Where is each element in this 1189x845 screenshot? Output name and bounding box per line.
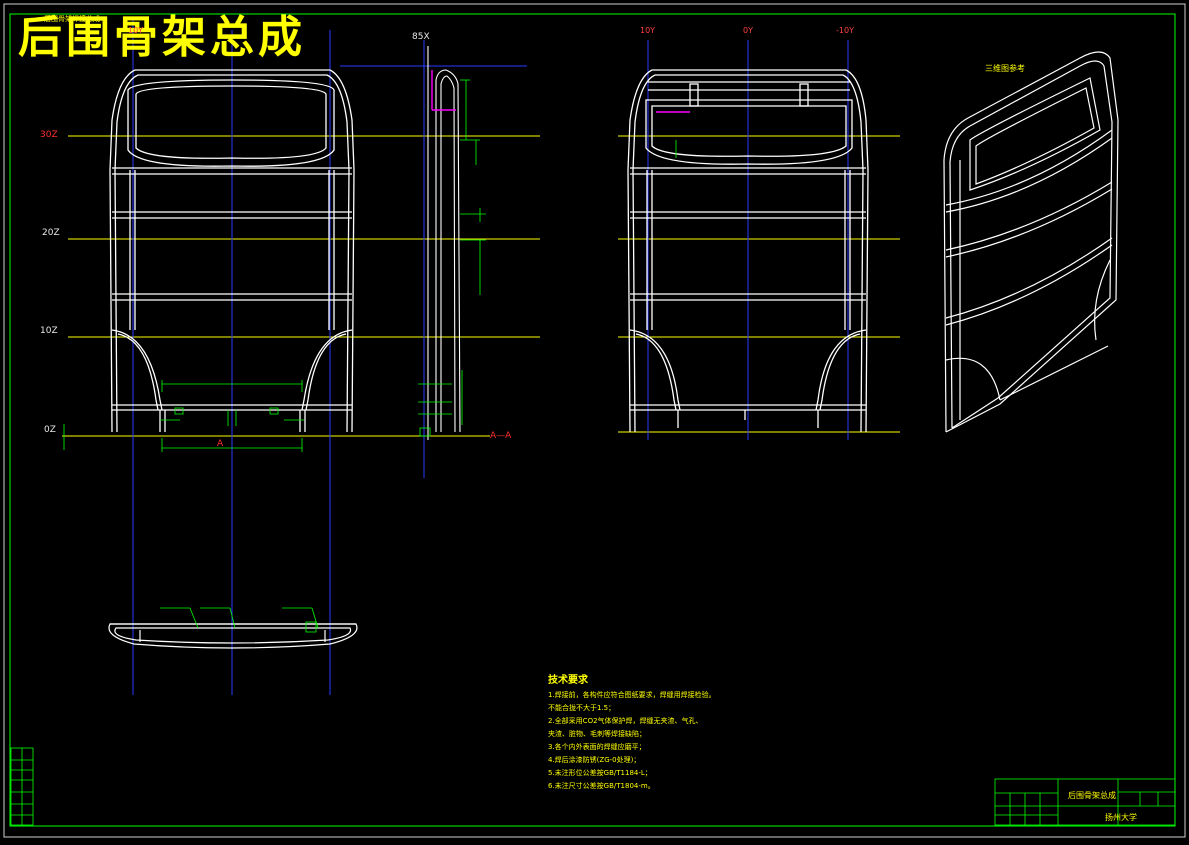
drawing-title: 后围骨架总成 (18, 12, 306, 63)
axis-label-10y: 10Y (640, 26, 656, 35)
tech-note-line: 3.各个内外表面的焊缝应磨平； (548, 743, 646, 751)
tech-note-line: 6.未注尺寸公差按GB/T1804-m。 (548, 782, 655, 790)
outer-border (3, 3, 1186, 838)
bottom-plan-dimensions (160, 607, 319, 633)
isometric-view (943, 51, 1119, 433)
axis-label-20z: 20Z (42, 228, 60, 238)
tech-note-line: 2.全部采用CO2气体保护焊，焊缝无夹渣、气孔、 (548, 717, 703, 725)
front-view-dimensions (63, 380, 304, 452)
drawing-small-tag: 后围骨架焊接总成 (44, 15, 100, 23)
left-revision-table (10, 747, 34, 826)
tech-notes: 技术要求 1.焊接前，各构件应符合图纸要求，焊缝用焊接检验。 不能合拢不大于1.… (548, 674, 716, 793)
inner-border (9, 13, 1176, 827)
side-section-accent (431, 70, 456, 111)
tech-note-line: 不能合拢不大于1.5； (548, 704, 616, 712)
title-block-name: 后围骨架总成 (1068, 791, 1116, 800)
axis-label-10z: 10Z (40, 326, 58, 336)
tech-note-line: 1.焊接前，各构件应符合图纸要求，焊缝用焊接检验。 (548, 691, 716, 699)
axis-label-0z: 0Z (44, 425, 56, 435)
axis-label-30z: 30Z (40, 130, 58, 140)
front-view-frame (109, 69, 355, 433)
axis-label-y-left: 10Y (128, 26, 144, 35)
title-block-school: 扬州大学 (1105, 813, 1137, 822)
bottom-plan-view (108, 623, 358, 649)
side-section-view (427, 46, 461, 440)
section-label: A—A (490, 431, 512, 441)
level-lines-right (618, 135, 900, 433)
side-section-dimensions (418, 79, 486, 437)
isometric-label: 三维图参考 (985, 64, 1025, 73)
tech-note-line: 5.未注形位公差按GB/T1184-L； (548, 769, 652, 777)
tech-notes-title: 技术要求 (548, 675, 588, 686)
center-lines (132, 20, 849, 695)
axis-label-0y: 0Y (743, 26, 753, 35)
title-block (994, 778, 1176, 826)
level-lines-left (62, 135, 540, 437)
axis-label-85x: 85X (412, 32, 430, 42)
tech-note-line: 夹渣、脏物、毛刺等焊接缺陷； (548, 730, 646, 738)
tech-note-line: 4.焊后涂漆防锈(ZG-0处理)； (548, 756, 641, 764)
section-mark: A (217, 439, 224, 449)
axis-label-neg10y: -10Y (836, 26, 854, 35)
rear-view-frame (627, 69, 869, 433)
